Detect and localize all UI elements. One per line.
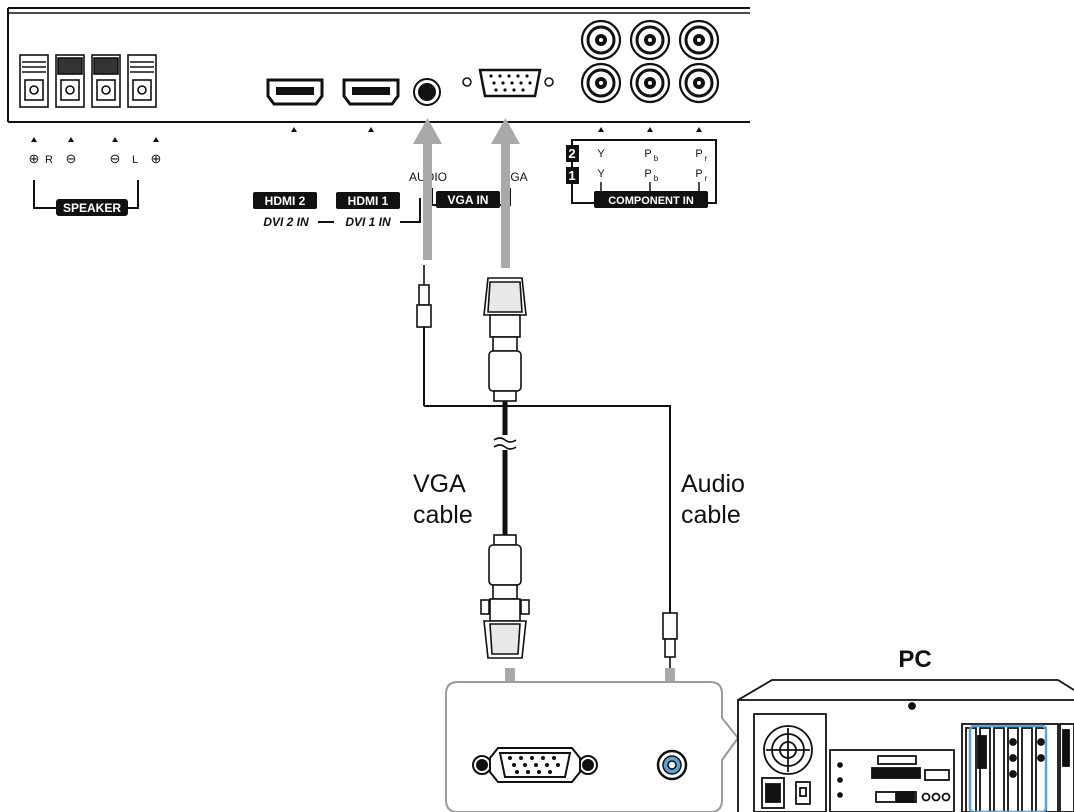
pc-rear — [737, 679, 1074, 812]
vga-cable-label-line1: VGA — [413, 470, 466, 498]
component-row2-pb: P — [644, 148, 651, 160]
audio-in-jack[interactable] — [413, 78, 441, 106]
component-row2-number: 2 — [568, 146, 575, 161]
component-1-y-jack[interactable] — [580, 62, 622, 104]
speaker-l-plus-symbol: ⊕ — [151, 151, 162, 166]
tv-rear-panel — [7, 7, 750, 123]
speaker-r-label: R — [45, 154, 53, 166]
speaker-r-plus-symbol: ⊕ — [29, 151, 40, 166]
vga-cable — [480, 277, 530, 659]
speaker-terminals — [19, 54, 157, 108]
speaker-label: SPEAKER — [63, 201, 121, 215]
component-2-y-jack[interactable] — [580, 19, 622, 61]
dvi2-label: DVI 2 IN — [263, 215, 309, 229]
component-row2-pr-sub: r — [705, 154, 708, 163]
component-1-pb-jack[interactable] — [629, 62, 671, 104]
component-row2-pb-sub: b — [654, 154, 659, 163]
vga-in-port[interactable] — [462, 68, 554, 98]
component-row2-pr: P — [695, 148, 702, 160]
audio-cable — [416, 265, 678, 668]
audio-cable-label-line2: cable — [681, 501, 741, 529]
component-row1-pb-sub: b — [654, 174, 659, 183]
pc-audio-out-jack[interactable] — [656, 749, 688, 781]
arrow-up-vga — [491, 118, 520, 268]
component-row1-pr-sub: r — [705, 174, 708, 183]
component-row1-pr: P — [695, 168, 702, 180]
component-row1-pb: P — [644, 168, 651, 180]
component-label-block: 2 1 Y P b P r Y P b P r COMPONENT IN — [566, 139, 717, 208]
pc-label: PC — [898, 646, 931, 673]
speaker-terminal-r-minus[interactable] — [55, 54, 85, 108]
hdmi2-port[interactable] — [266, 78, 324, 106]
audio-cable-label-line1: Audio — [681, 470, 745, 498]
component-2-pr-jack[interactable] — [678, 19, 720, 61]
component-row2-y: Y — [597, 148, 605, 160]
arrow-up-audio — [413, 118, 442, 260]
hdmi1-port[interactable] — [342, 78, 400, 106]
component-row1-number: 1 — [568, 168, 575, 183]
speaker-terminal-l-minus[interactable] — [91, 54, 121, 108]
port-pointers — [31, 127, 702, 142]
vga-in-label: VGA IN — [448, 193, 489, 207]
component-1-pr-jack[interactable] — [678, 62, 720, 104]
speaker-l-minus-symbol: ⊖ — [110, 151, 121, 166]
speaker-l-label: L — [132, 154, 138, 166]
hdmi2-label: HDMI 2 — [265, 194, 306, 208]
component-2-pb-jack[interactable] — [629, 19, 671, 61]
hdmi1-label: HDMI 1 — [348, 194, 389, 208]
component-in-label: COMPONENT IN — [608, 195, 694, 207]
component-row1-y: Y — [597, 168, 605, 180]
pc-vga-port[interactable] — [472, 747, 598, 783]
pc-connector-callout — [445, 681, 740, 812]
dvi1-label: DVI 1 IN — [345, 215, 391, 229]
speaker-terminal-r-plus[interactable] — [19, 54, 49, 108]
vga-cable-label-line2: cable — [413, 501, 473, 529]
speaker-r-minus-symbol: ⊖ — [66, 151, 77, 166]
component-jacks — [580, 19, 720, 104]
pc-audio-card-highlight — [968, 724, 1048, 812]
speaker-terminal-l-plus[interactable] — [127, 54, 157, 108]
